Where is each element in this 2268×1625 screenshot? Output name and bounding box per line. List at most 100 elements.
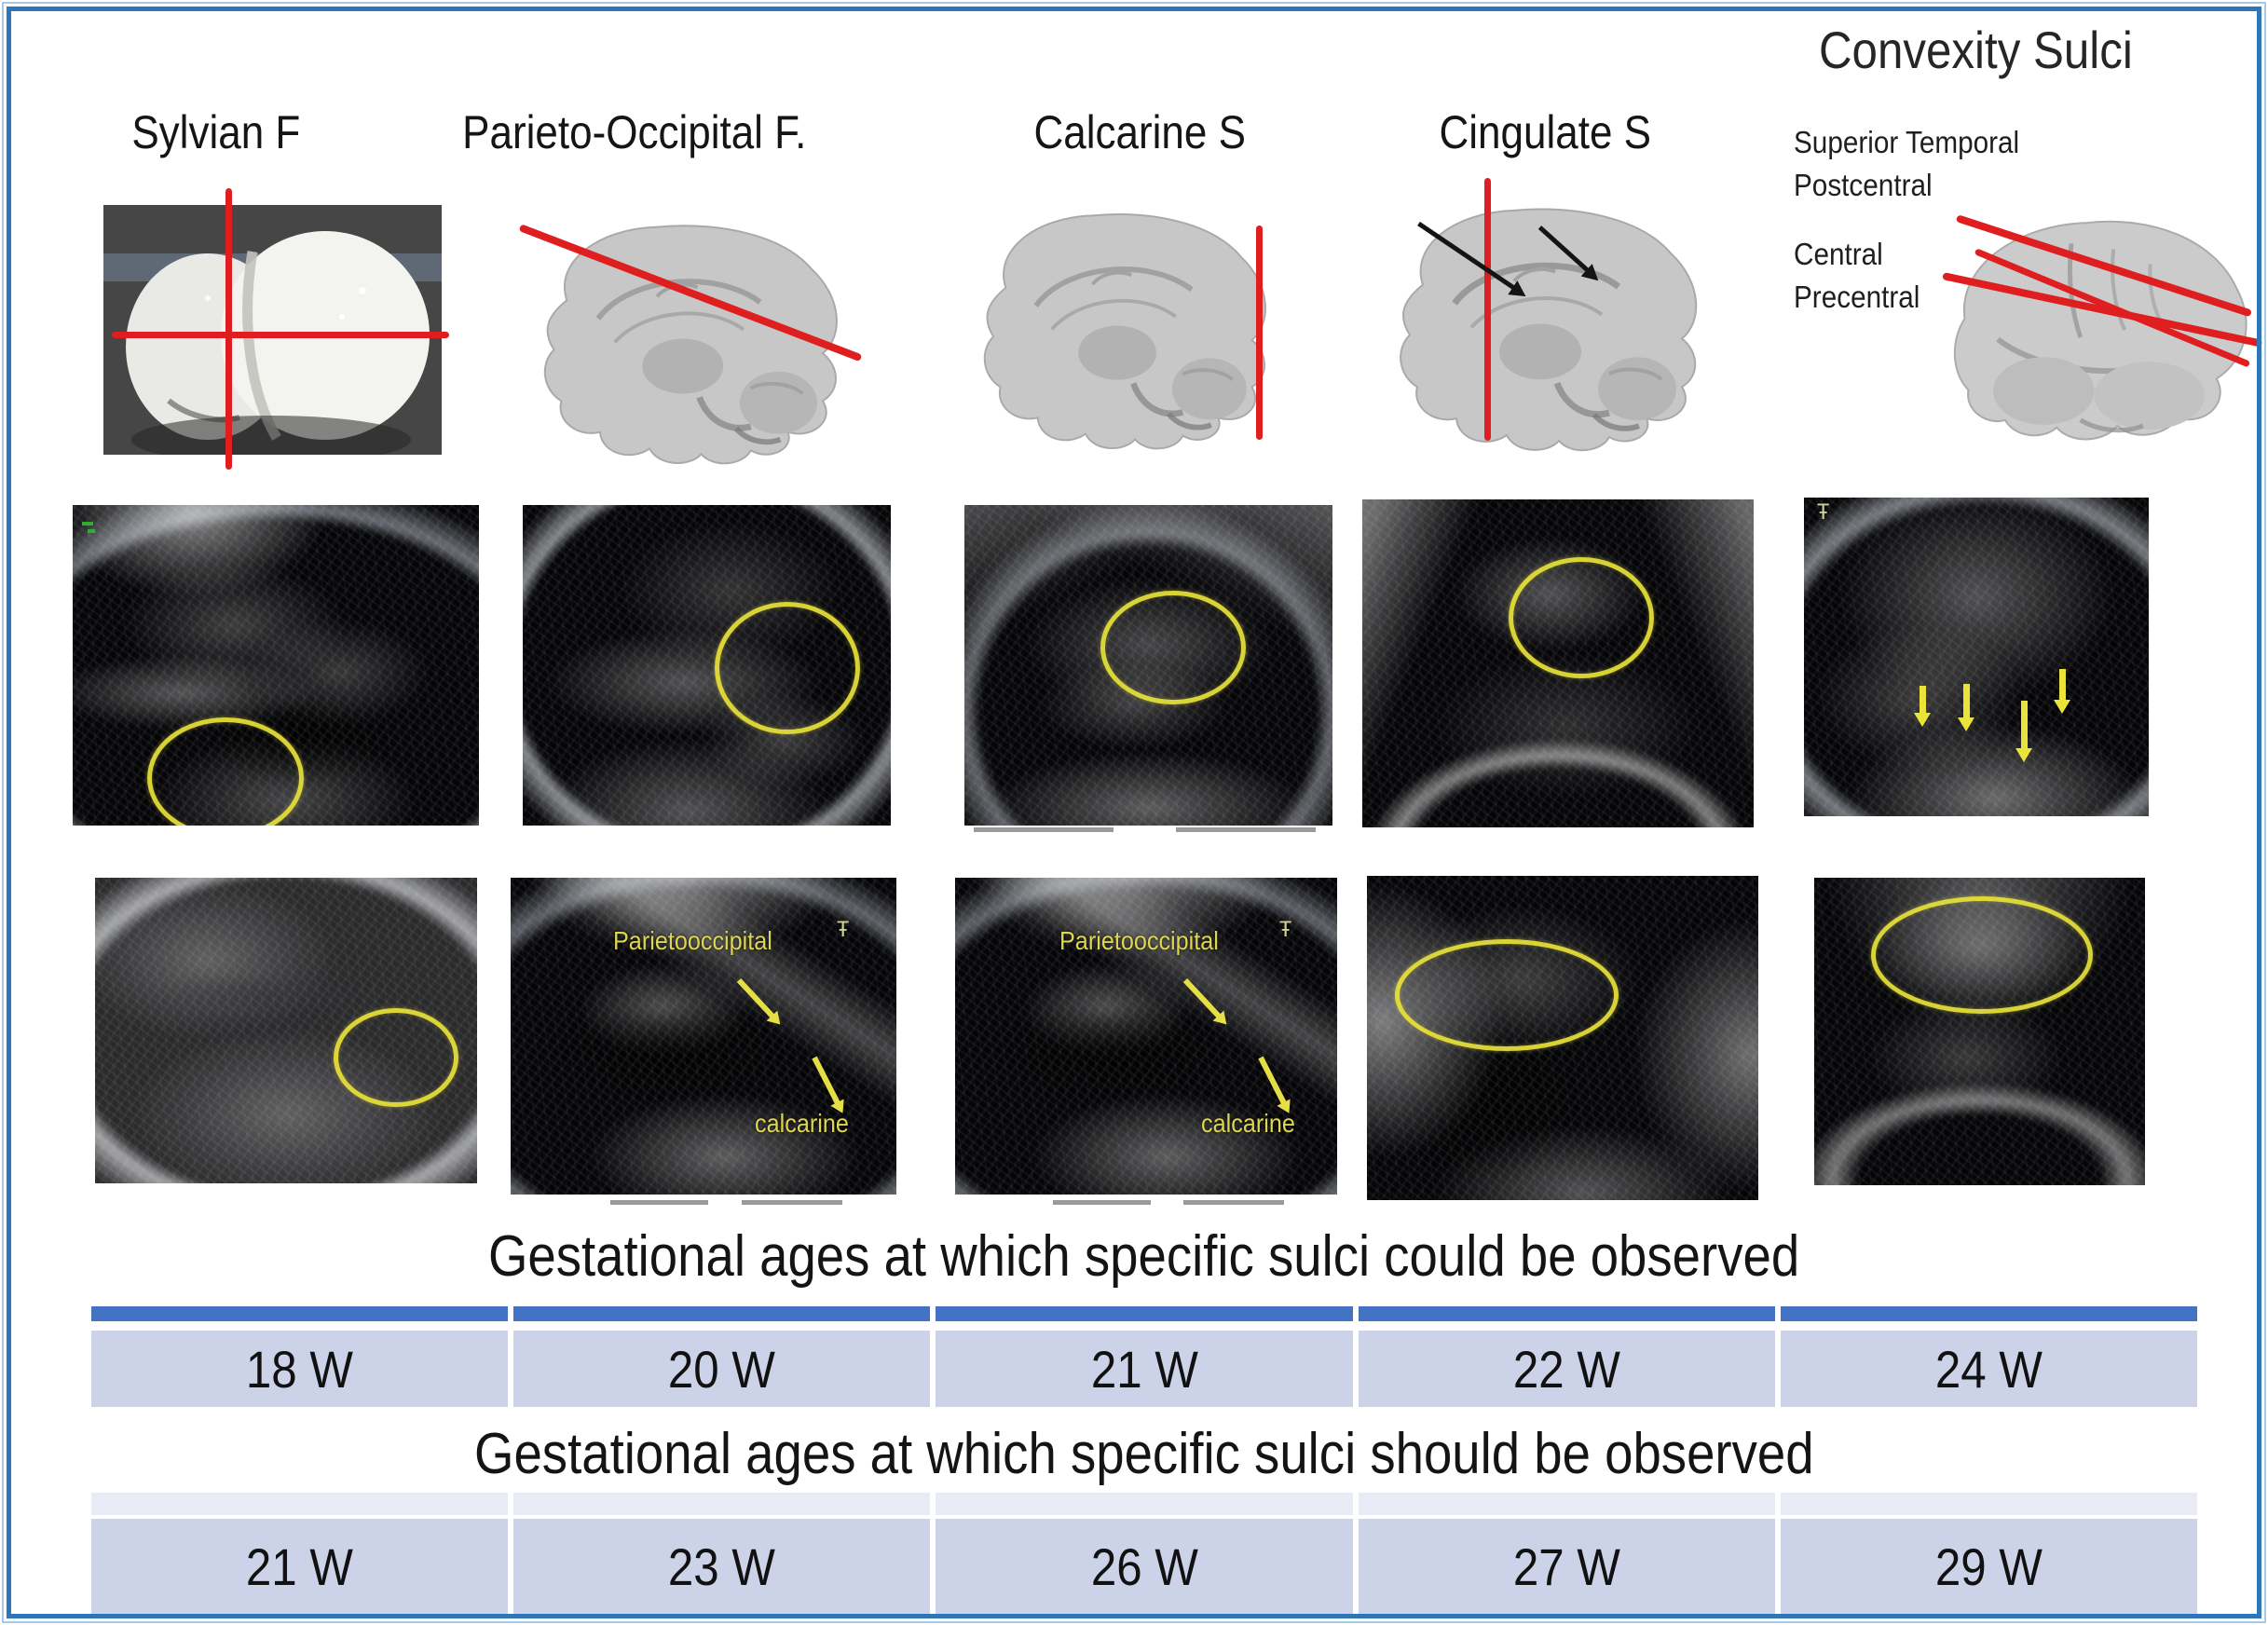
blue-bar-segment <box>936 1306 1353 1321</box>
column-header-cingulate: Cingulate S <box>1399 104 1691 160</box>
table-cell-should-sylvian: 21 W <box>91 1519 509 1615</box>
brain-image-cingulate <box>1374 192 1747 457</box>
blue-bar-segment <box>513 1306 931 1321</box>
green-caliper-mark <box>82 522 93 526</box>
ultrasound-calcarine-sagittal: Ŧ Parietooccipital calcarine <box>955 878 1337 1195</box>
convexity-sulci-group-1: Superior Temporal Postcentral <box>1794 121 2044 207</box>
yellow-arrow-annotation <box>2054 669 2070 714</box>
light-strip-segment <box>1358 1493 1775 1515</box>
table-title-could: Gestational ages at which specific sulci… <box>91 1226 2197 1288</box>
parietooccipital-label-text: Parietooccipital <box>1059 926 1219 955</box>
calcarine-label: calcarine <box>1201 1109 1305 1139</box>
yellow-arrow-annotation <box>2015 701 2032 762</box>
ultrasound-cingulate-coronal <box>1362 499 1754 827</box>
gestational-age-value: 20 W <box>668 1339 776 1399</box>
convexity-sulci-group-2: Central Precentral <box>1794 233 1933 319</box>
orientation-marker-icon: Ŧ <box>1279 919 1292 942</box>
gestational-age-value: 18 W <box>246 1339 354 1399</box>
parietooccipital-label: Parietooccipital <box>1059 926 1236 956</box>
blue-bar-segment <box>1358 1306 1775 1321</box>
gray-dash-mark <box>1176 827 1316 832</box>
light-strip-segment <box>936 1493 1353 1515</box>
sulcus-name: Precentral <box>1794 280 1920 314</box>
table-cell-should-parieto: 23 W <box>513 1519 931 1615</box>
ultrasound-parieto-occipital-sagittal: Ŧ Parietooccipital calcarine <box>511 878 896 1195</box>
brain-image-calcarine <box>960 198 1314 455</box>
table-cell-should-convexity: 29 W <box>1780 1519 2197 1615</box>
column-header-label: Sylvian F <box>131 106 301 158</box>
gestational-age-value: 22 W <box>1512 1339 1620 1399</box>
ultrasound-speckle <box>511 878 896 1195</box>
gestational-age-value: 27 W <box>1512 1537 1620 1596</box>
gray-dash-mark <box>1053 1200 1151 1205</box>
table-cell-could-cingulate: 22 W <box>1358 1331 1775 1407</box>
yellow-circle-annotation <box>334 1008 458 1107</box>
ultrasound-convexity-coronal <box>1814 878 2145 1185</box>
gray-dash-mark <box>610 1200 708 1205</box>
column-header-label: Parieto-Occipital F. <box>462 106 807 158</box>
ultrasound-texture <box>1804 498 2149 816</box>
calcarine-label-text: calcarine <box>1201 1109 1295 1138</box>
blue-bar-segment <box>1780 1306 2197 1321</box>
red-line-calcarine <box>1256 225 1263 440</box>
parietooccipital-label-text: Parietooccipital <box>613 926 772 955</box>
parietooccipital-label: Parietooccipital <box>613 926 790 956</box>
yellow-ellipse-annotation <box>1395 939 1619 1051</box>
table-cell-could-sylvian: 18 W <box>91 1331 509 1407</box>
gestational-age-value: 24 W <box>1934 1339 2043 1399</box>
brain-image-parieto-occipital <box>519 209 887 470</box>
calcarine-label-text: calcarine <box>755 1109 849 1138</box>
table-title-should-text: Gestational ages at which specific sulci… <box>474 1422 1814 1486</box>
light-strip-segment <box>1780 1493 2197 1515</box>
yellow-circle-annotation <box>715 602 860 734</box>
gray-dash-mark <box>1183 1200 1284 1205</box>
yellow-circle-annotation <box>1509 557 1654 678</box>
red-line-cingulate <box>1484 178 1491 441</box>
light-strip-segment <box>91 1493 509 1515</box>
gray-dash-mark <box>742 1200 842 1205</box>
table-cell-should-cingulate: 27 W <box>1358 1519 1775 1615</box>
gestational-age-value: 21 W <box>1090 1339 1198 1399</box>
ultrasound-convexity-axial: Ŧ <box>1804 498 2149 816</box>
gestational-age-value: 23 W <box>668 1537 776 1596</box>
table-light-strip-row <box>91 1493 2197 1515</box>
ultrasound-calcarine-axial <box>964 505 1332 826</box>
sulcus-name: Superior Temporal <box>1794 125 2020 159</box>
yellow-arrow-annotation <box>1914 686 1931 727</box>
gestational-age-value: 29 W <box>1934 1537 2043 1596</box>
table-row-could: 18 W 20 W 21 W 22 W 24 W <box>91 1331 2197 1407</box>
column-header-label: Calcarine S <box>1033 106 1246 158</box>
gestational-age-value: 21 W <box>246 1537 354 1596</box>
orientation-marker-icon: Ŧ <box>837 919 850 942</box>
orientation-marker-icon: Ŧ <box>1817 501 1830 525</box>
column-header-parieto-occipital: Parieto-Occipital F. <box>386 104 883 160</box>
brain-image-convexity <box>1933 198 2264 447</box>
table-cell-should-calcarine: 26 W <box>936 1519 1353 1615</box>
ultrasound-sylvian-late <box>95 878 477 1183</box>
yellow-arrow-annotation <box>1958 684 1974 731</box>
ultrasound-speckle <box>955 878 1337 1195</box>
table-cell-could-convexity: 24 W <box>1780 1331 2197 1407</box>
table-cell-could-calcarine: 21 W <box>936 1331 1353 1407</box>
convexity-sulci-title: Convexity Sulci <box>1761 20 2190 80</box>
red-line-sylvian-horizontal <box>112 332 449 338</box>
table-title-could-text: Gestational ages at which specific sulci… <box>488 1224 1800 1289</box>
blue-bar-segment <box>91 1306 509 1321</box>
yellow-circle-annotation <box>147 717 304 826</box>
table-row-should: 21 W 23 W 26 W 27 W 29 W <box>91 1519 2197 1615</box>
brain-photo-sylvian <box>103 205 442 455</box>
table-title-should: Gestational ages at which specific sulci… <box>91 1424 2197 1485</box>
table-blue-bar-row <box>91 1306 2197 1321</box>
sulcus-name: Central <box>1794 237 1883 271</box>
calcarine-label: calcarine <box>755 1109 859 1139</box>
column-header-label: Cingulate S <box>1439 106 1651 158</box>
gestational-age-value: 26 W <box>1090 1537 1198 1596</box>
table-cell-could-parieto: 20 W <box>513 1331 931 1407</box>
light-strip-segment <box>513 1493 931 1515</box>
sulcus-name: Postcentral <box>1794 168 1933 202</box>
ultrasound-texture <box>511 878 896 1195</box>
yellow-ellipse-annotation <box>1871 896 2093 1014</box>
column-header-calcarine: Calcarine S <box>998 104 1281 160</box>
ultrasound-sylvian-axial <box>73 505 479 826</box>
